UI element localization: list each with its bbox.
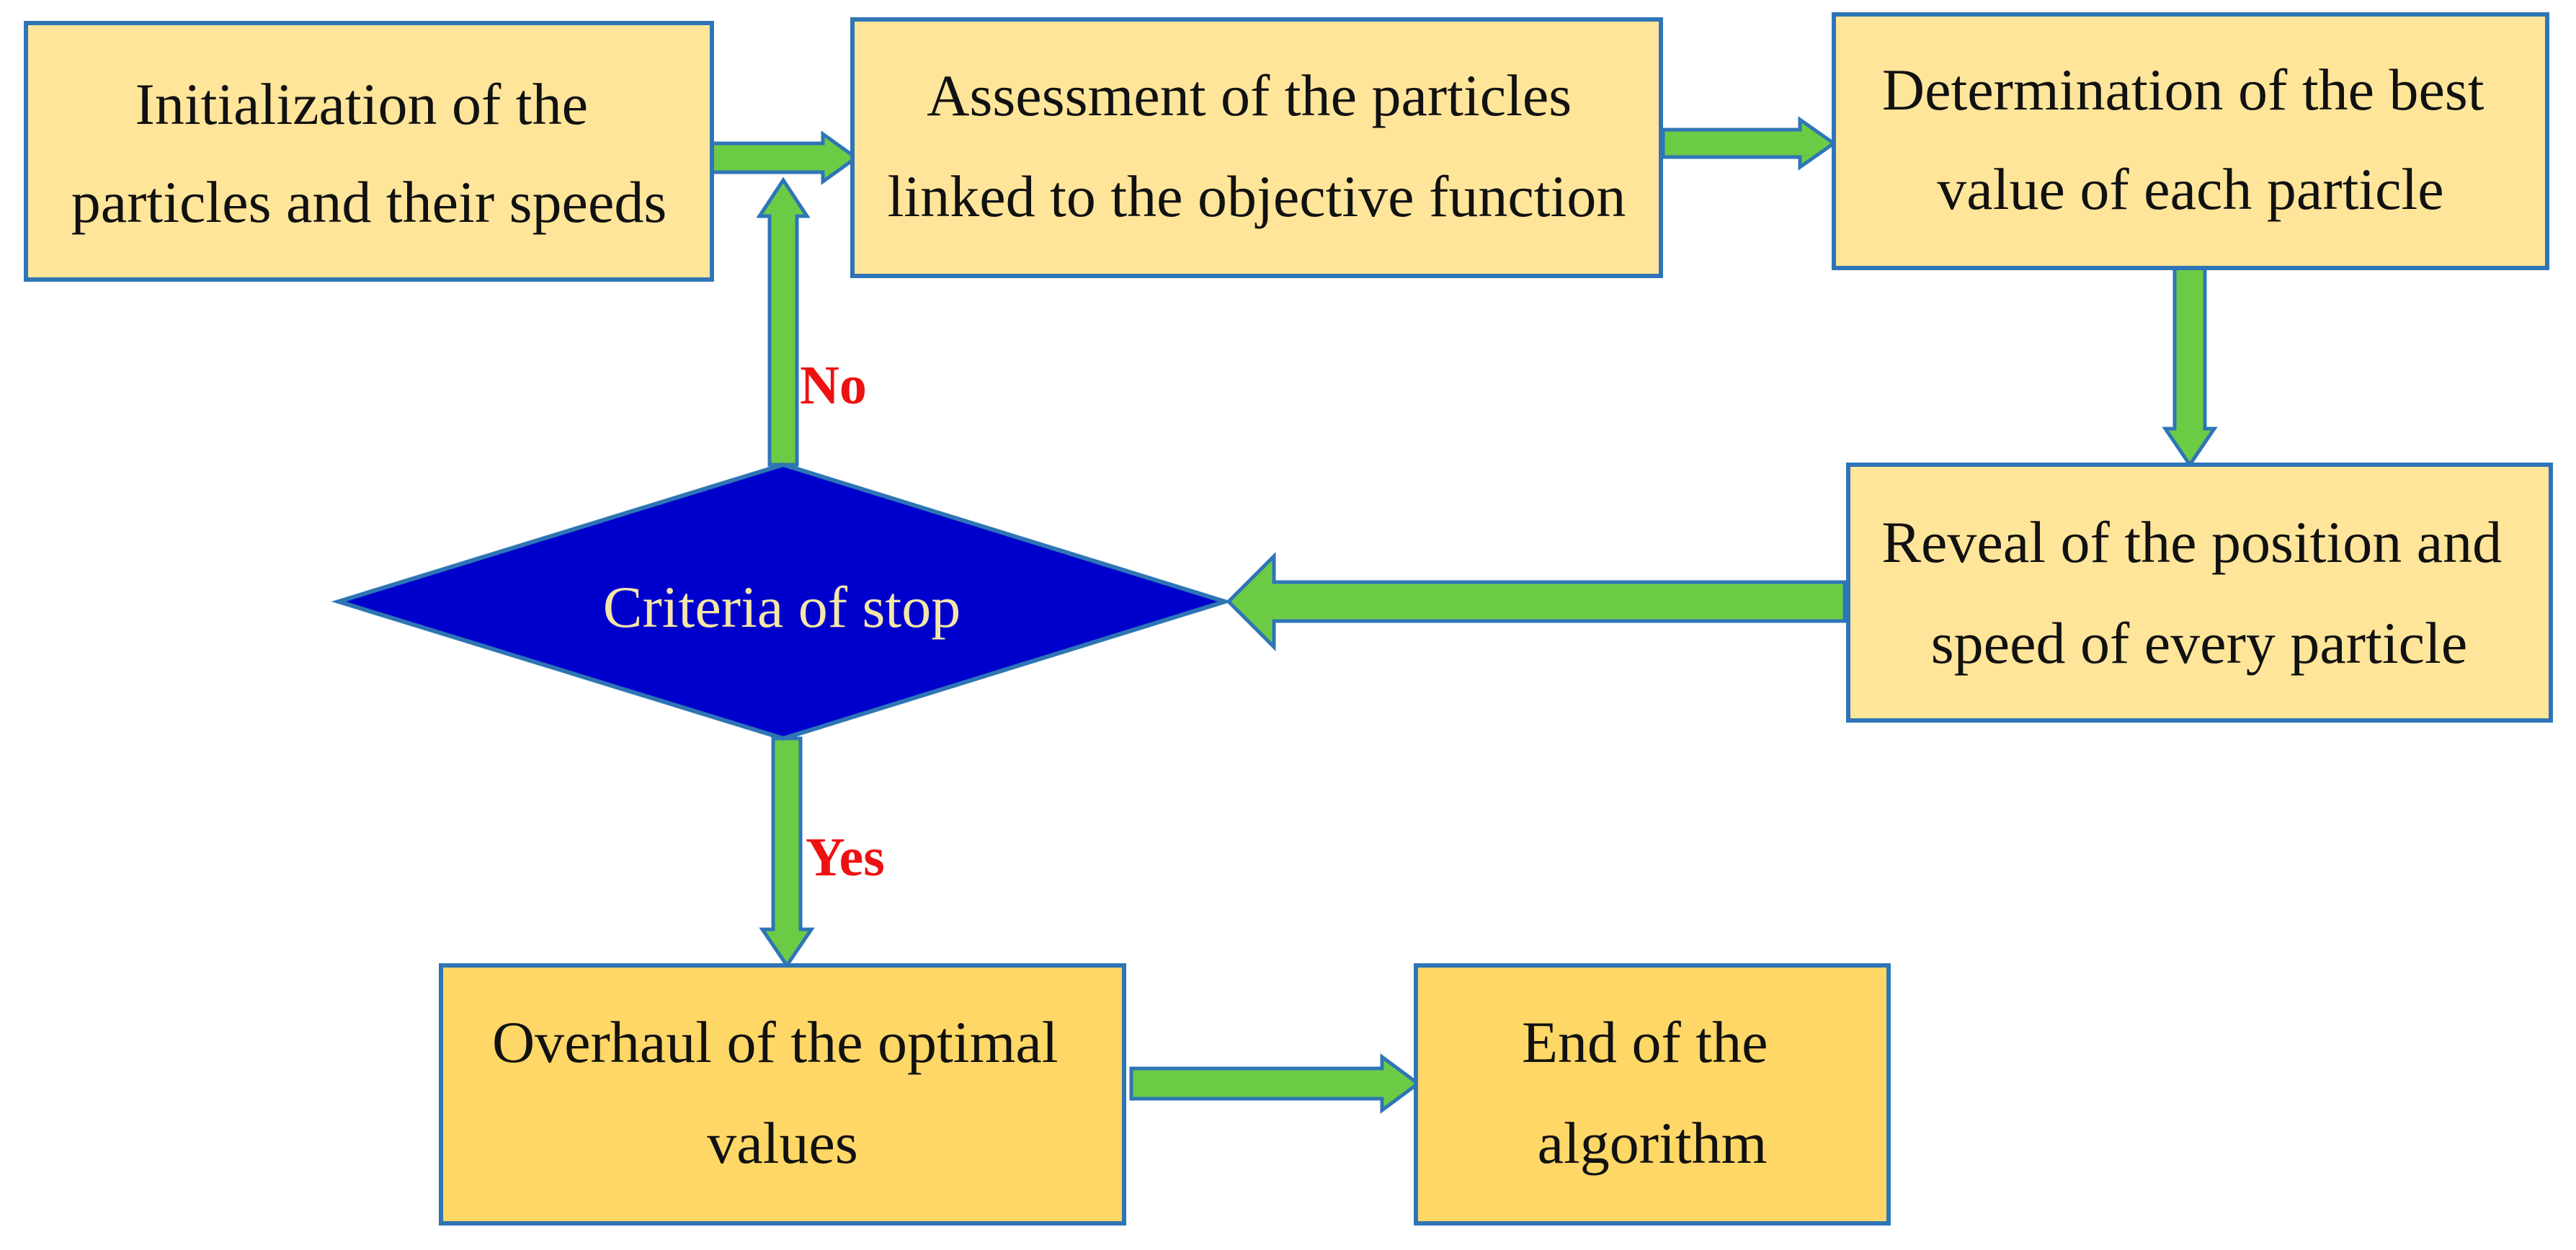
arrow-init-to-assess bbox=[710, 130, 860, 185]
box-reveal-line-2: speed of every particle bbox=[1931, 610, 2467, 676]
arrow-best-to-reveal bbox=[2162, 266, 2218, 468]
svg-text:Overhaul of the optimal: Overhaul of the optimal values bbox=[492, 1009, 1073, 1176]
box-overhaul-line-2: values bbox=[707, 1110, 857, 1176]
svg-text:Initialization of the pa: Initialization of the particles and thei… bbox=[71, 71, 667, 235]
svg-text:End of the algorithm: End of the algorithm bbox=[1522, 1009, 1783, 1176]
arrow-criteria-to-init bbox=[756, 177, 811, 467]
box-overhaul-line-1: Overhaul of the optimal bbox=[492, 1009, 1059, 1075]
arrow-reveal-to-criteria bbox=[1226, 551, 1847, 652]
box-reveal-line-1: Reveal of the position and bbox=[1881, 509, 2502, 575]
svg-text:Reveal of the position and: Reveal of the position and speed of ever… bbox=[1881, 509, 2516, 676]
decision-criteria-label: Criteria of stop bbox=[603, 574, 961, 640]
edge-label-yes: Yes bbox=[806, 827, 885, 888]
box-assess-line-1: Assessment of the particles bbox=[927, 63, 1572, 128]
box-reveal: Reveal of the position and speed of ever… bbox=[1846, 463, 2553, 723]
box-best: Determination of the best value of each … bbox=[1832, 12, 2549, 270]
arrow-assess-to-best bbox=[1661, 116, 1837, 171]
box-init-line-1: Initialization of the bbox=[135, 71, 588, 137]
box-best-line-2: value of each particle bbox=[1937, 156, 2443, 222]
box-overhaul: Overhaul of the optimal values bbox=[439, 963, 1126, 1226]
box-init-line-2: particles and their speeds bbox=[71, 169, 667, 235]
box-assess-line-2: linked to the objective function bbox=[888, 164, 1626, 229]
box-end-line-2: algorithm bbox=[1538, 1110, 1768, 1176]
box-end: End of the algorithm bbox=[1414, 963, 1891, 1226]
box-init: Initialization of the particles and thei… bbox=[24, 21, 714, 282]
box-end-line-1: End of the bbox=[1522, 1009, 1768, 1075]
arrows bbox=[710, 116, 2218, 1114]
arrow-overhaul-to-end bbox=[1129, 1053, 1422, 1114]
box-assess: Assessment of the particles linked to th… bbox=[850, 17, 1663, 278]
decision-criteria: Criteria of stop bbox=[331, 462, 1233, 741]
svg-text:Determination of the best: Determination of the best value of each … bbox=[1882, 57, 2499, 222]
box-best-line-1: Determination of the best bbox=[1882, 57, 2484, 122]
arrow-criteria-to-overhaul bbox=[759, 736, 815, 969]
edge-label-no: No bbox=[800, 355, 867, 416]
svg-text:Assessment of the particles: Assessment of the particles linked to th… bbox=[888, 63, 1626, 229]
